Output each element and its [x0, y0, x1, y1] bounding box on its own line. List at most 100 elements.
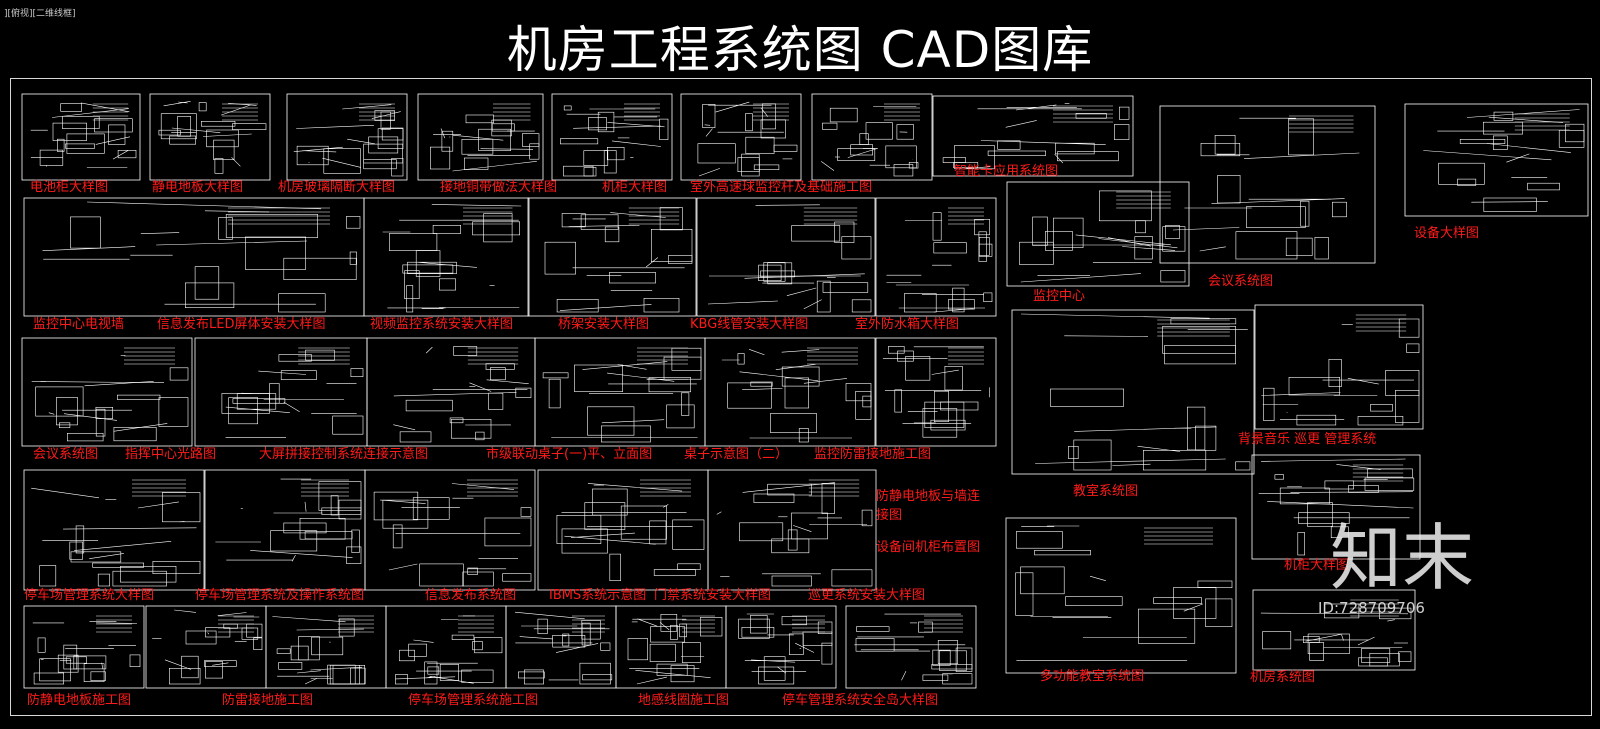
cad-detail: [784, 377, 810, 409]
cad-detail: [727, 382, 772, 409]
label-glass-partition: 机房玻璃隔断大样图: [278, 180, 396, 195]
cad-detail: [544, 241, 576, 275]
cad-detail: [1019, 241, 1054, 265]
cad-line: [645, 257, 659, 268]
cad-detail: [932, 212, 942, 241]
cad-detail: [583, 167, 597, 177]
cad-detail: [1065, 596, 1123, 606]
cad-detail: [529, 143, 540, 160]
cad-sheet: [845, 605, 977, 689]
cad-line: [568, 225, 640, 227]
cad-detail: [1075, 113, 1107, 119]
cad-detail: [60, 103, 83, 112]
cad-detail: [1138, 608, 1196, 644]
cad-line: [304, 501, 307, 512]
cad-detail: [930, 419, 966, 431]
cad-detail: [276, 648, 291, 654]
cad-sheet-frame: [417, 93, 544, 181]
cad-detail: [1438, 162, 1485, 185]
cad-line: [220, 104, 251, 116]
cad-detail: [1324, 480, 1355, 490]
label-ibms: IBMS系统示意图: [549, 588, 647, 603]
cad-sheet-frame: [680, 93, 802, 181]
cad-detail: [1527, 182, 1560, 191]
cad-detail: [399, 649, 415, 662]
cad-detail: [649, 520, 667, 545]
cad-detail: [198, 102, 207, 112]
cad-detail: [1143, 449, 1207, 471]
cad-detail: [474, 637, 503, 654]
cad-detail: [1303, 636, 1320, 644]
cad-line: [1506, 153, 1530, 163]
cad-detail: [112, 570, 167, 587]
cad-line: [1137, 446, 1181, 452]
cad-detail: [427, 666, 440, 675]
cad-line: [1074, 426, 1217, 432]
cad-detail: [944, 365, 963, 391]
cad-detail: [521, 133, 540, 147]
cad-line: [705, 128, 713, 137]
cad-sheet: [194, 337, 368, 447]
cad-sheet: [21, 337, 193, 447]
cad-detail: [351, 529, 360, 553]
cad-detail: [1160, 270, 1186, 283]
cad-detail: [472, 221, 521, 236]
cad-detail: [1314, 237, 1329, 260]
label-antistatic-construction: 防静电地板施工图: [27, 693, 132, 708]
cad-detail: [69, 541, 83, 560]
cad-sheet-frame: [811, 93, 933, 181]
cad-line: [1261, 458, 1406, 462]
cad-line: [113, 423, 168, 432]
cad-line: [803, 378, 847, 384]
cad-detail: [702, 104, 716, 129]
cad-detail: [245, 236, 307, 270]
cad-line: [777, 666, 787, 674]
cad-detail: [323, 148, 361, 174]
cad-line: [425, 346, 433, 354]
cad-detail: [56, 138, 65, 152]
cad-line: [304, 678, 318, 685]
cad-detail: [1296, 414, 1337, 426]
cad-line: [452, 161, 537, 172]
cad-line: [1488, 116, 1564, 123]
cad-detail: [388, 233, 438, 251]
cad-line: [1423, 150, 1552, 161]
cad-detail: [451, 634, 475, 640]
cad-line: [1172, 227, 1240, 231]
label-multimedia-classroom: 多功能教室系统图: [1040, 669, 1145, 684]
cad-detail: [609, 553, 621, 581]
cad-detail: [205, 627, 231, 638]
cad-line: [980, 140, 1106, 145]
cad-detail: [1055, 142, 1095, 155]
cad-line: [1244, 152, 1360, 159]
cad-line: [1357, 636, 1375, 646]
cad-detail: [515, 387, 532, 398]
cad-sheet-frame: [364, 469, 536, 591]
cad-detail: [954, 145, 995, 170]
cad-line: [1471, 201, 1548, 203]
viewport-controls-label[interactable]: ][俯视][二维线框]: [4, 9, 76, 19]
label-led-screen: 信息发布LED屏体安装大样图: [157, 317, 326, 332]
cad-sheet-frame: [1404, 103, 1589, 217]
cad-sheet: [364, 469, 536, 591]
cad-detail: [439, 663, 459, 681]
cad-line: [964, 166, 991, 169]
cad-detail: [67, 432, 104, 442]
cad-detail: [1114, 124, 1130, 140]
cad-detail: [932, 649, 951, 666]
cad-line: [786, 287, 817, 296]
label-battery-cabinet: 电池柜大样图: [30, 180, 109, 195]
cad-line: [573, 125, 661, 129]
label-parking-operation: 停车场管理系统及操作系统图: [195, 588, 365, 603]
cad-line: [1122, 246, 1176, 251]
cad-line: [931, 369, 959, 375]
cad-detail: [924, 401, 965, 428]
cad-detail: [700, 616, 723, 637]
cad-sheet: [1404, 103, 1589, 217]
cad-line: [1054, 153, 1064, 164]
cad-line: [1267, 501, 1414, 509]
cad-line: [698, 168, 721, 177]
cad-detail: [449, 417, 464, 424]
